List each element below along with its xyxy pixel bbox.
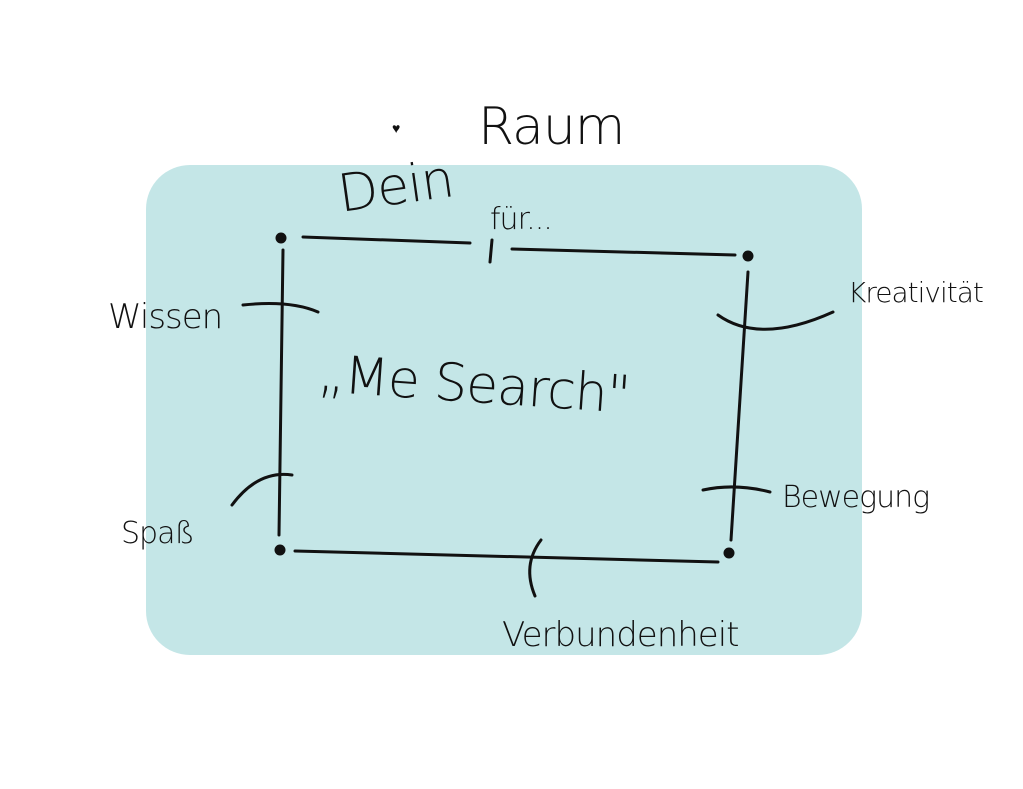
corner-dot-bl [274,544,286,556]
corner-dot-tl [275,232,287,244]
corner-dot-br [723,547,735,559]
tick-spass [230,472,294,507]
tick-top [488,238,494,264]
teal-background-box [146,165,862,655]
title-fuer: für... [490,202,553,237]
label-kreativitaet: Kreativität [848,276,984,309]
tick-verbundenheit [528,538,543,598]
label-bewegung: Bewegung [782,480,930,515]
frame-bottom [293,549,720,564]
frame-left [277,248,285,537]
tick-kreativitaet [716,310,835,331]
title-raum: Raum [478,97,625,157]
tick-bewegung [701,485,772,494]
frame-top-left [301,235,472,245]
heart-icon: ♥ [392,121,400,137]
label-verbundenheit: Verbundenheit [502,615,739,655]
label-spass: Spaß [121,516,195,551]
tick-wissen [241,302,320,314]
frame-right [729,270,750,542]
label-wissen: Wissen [108,297,223,337]
corner-dot-tr [742,250,754,262]
frame-top-right [510,247,737,257]
